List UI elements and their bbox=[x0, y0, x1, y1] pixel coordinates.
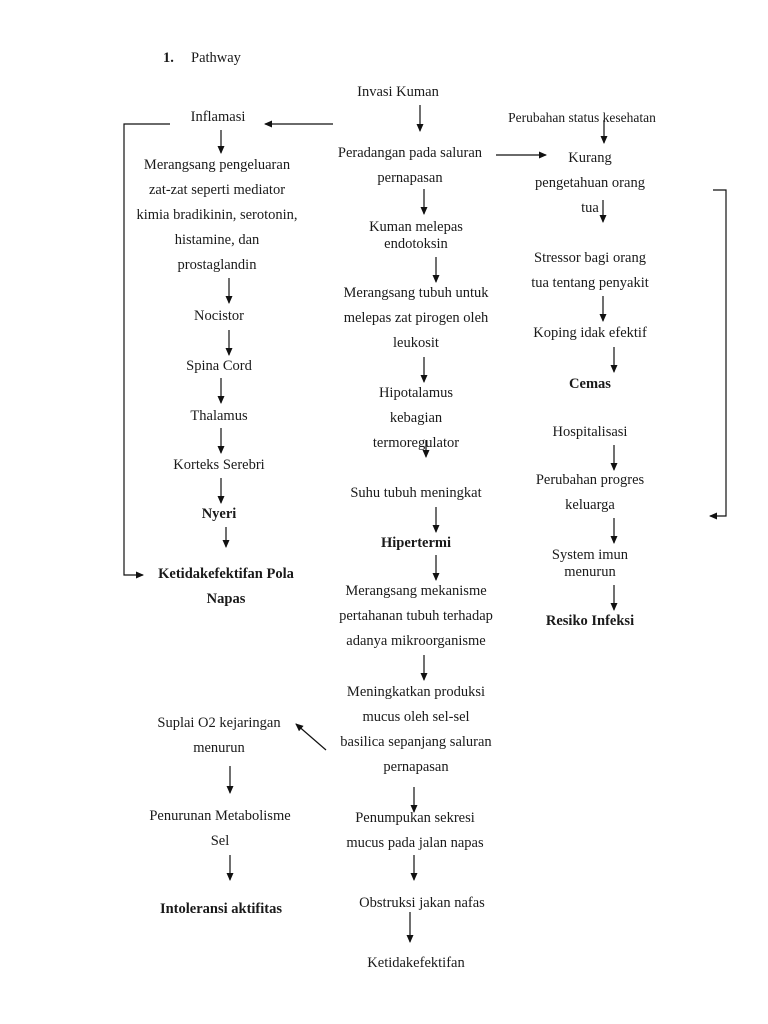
arrow-inflamasi-to-pola-napas bbox=[123, 123, 170, 579]
node-inflamasi: Inflamasi bbox=[190, 109, 246, 125]
node-perubahan-progres: Perubahan progres keluarga bbox=[535, 472, 645, 513]
node-kuman-endotoksin: Kuman melepas endotoksin bbox=[369, 219, 463, 252]
node-peradangan: Peradangan pada saluran pernapasan bbox=[337, 145, 483, 186]
node-thalamus: Thalamus bbox=[190, 408, 248, 424]
node-suplai-o2: Suplai O2 kejaringan menurun bbox=[157, 715, 281, 756]
node-koping: Koping idak efektif bbox=[533, 325, 647, 341]
node-spina-cord: Spina Cord bbox=[186, 358, 252, 374]
node-penumpukan-sekresi: Penumpukan sekresi mucus pada jalan napa… bbox=[346, 810, 484, 851]
node-obstruksi: Obstruksi jakan nafas bbox=[359, 895, 485, 911]
node-cemas: Cemas bbox=[569, 376, 611, 392]
node-stressor: Stressor bagi orang tua tentang penyakit bbox=[531, 250, 649, 291]
node-suhu-meningkat: Suhu tubuh meningkat bbox=[350, 485, 482, 501]
heading-title: Pathway bbox=[191, 50, 241, 66]
node-resiko-infeksi: Resiko Infeksi bbox=[545, 613, 635, 629]
node-system-imun: System imun menurun bbox=[551, 547, 629, 580]
node-merangsang-pirogen: Merangsang tubuh untuk melepas zat pirog… bbox=[343, 285, 489, 351]
node-ketidakefektifan: Ketidakefektifan bbox=[367, 955, 465, 971]
node-kurang-pengetahuan: Kurang pengetahuan orang tua bbox=[535, 150, 645, 216]
node-nocistor: Nocistor bbox=[194, 308, 244, 324]
node-korteks-serebri: Korteks Serebri bbox=[173, 457, 265, 473]
node-hipotalamus: Hipotalamus kebagian termoregulator bbox=[372, 385, 460, 451]
pathway-heading: 1. Pathway bbox=[163, 48, 241, 68]
node-hospitalisasi: Hospitalisasi bbox=[552, 424, 628, 440]
node-perubahan-status: Perubahan status kesehatan bbox=[508, 110, 656, 125]
heading-number: 1. bbox=[163, 50, 174, 66]
node-penurunan-metabolisme: Penurunan Metabolisme Sel bbox=[149, 808, 291, 849]
node-merangsang-mediator: Merangsang pengeluaran zat-zat seperti m… bbox=[136, 157, 298, 273]
node-invasi-kuman: Invasi Kuman bbox=[357, 84, 439, 100]
node-nyeri: Nyeri bbox=[201, 506, 237, 522]
arrow-mucus-to-suplai bbox=[295, 723, 327, 751]
node-merangsang-mekanisme: Merangsang mekanisme pertahanan tubuh te… bbox=[339, 583, 493, 649]
node-hipertermi: Hipertermi bbox=[380, 535, 452, 551]
node-ketidakefektifan-pola-napas: Ketidakefektifan Pola Napas bbox=[158, 566, 294, 607]
bracket-kurang-to-progres bbox=[709, 189, 727, 520]
node-intoleransi-aktifitas: Intoleransi aktifitas bbox=[159, 901, 283, 917]
node-meningkatkan-mucus: Meningkatkan produksi mucus oleh sel-sel… bbox=[340, 684, 492, 775]
